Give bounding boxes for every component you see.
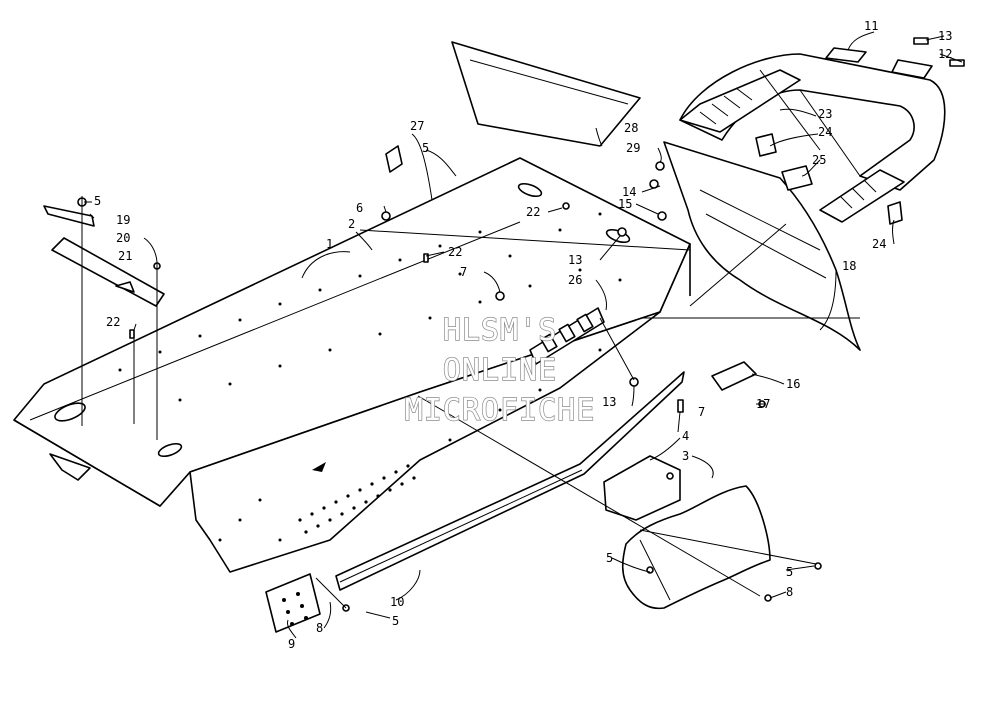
- callout-label: 24: [818, 125, 832, 139]
- watermark: HLSM'S ONLINE MICROFICHE: [404, 312, 596, 428]
- tunnel-perforations: [218, 348, 602, 542]
- callout-label: 1: [326, 237, 333, 251]
- callout-label: 9: [288, 637, 295, 651]
- callout-label: 8: [786, 585, 793, 599]
- callout-label: 2: [348, 217, 355, 231]
- callout-label: 5: [94, 194, 101, 208]
- callout-label: 20: [116, 231, 130, 245]
- callout-label: 13: [568, 253, 582, 267]
- callout-label: 21: [118, 249, 132, 263]
- assembly-lines: [81, 196, 860, 609]
- callout-label: 16: [786, 377, 800, 391]
- watermark-line-3: MICROFICHE: [405, 393, 596, 428]
- callout-label: 5: [786, 565, 793, 579]
- callout-label: 18: [842, 259, 856, 273]
- callout-label: 5: [606, 551, 613, 565]
- protector-plate-part: [265, 573, 321, 633]
- callout-label: 7: [698, 405, 705, 419]
- callout-label: 23: [818, 107, 832, 121]
- callout-label: 4: [682, 429, 689, 443]
- leader-lines: [84, 31, 963, 639]
- watermark-line-2: ONLINE: [443, 353, 557, 388]
- foot-plate-part: [603, 455, 771, 610]
- callout-label: 25: [812, 153, 826, 167]
- callout-label: 27: [410, 119, 424, 133]
- callout-label: 22: [526, 205, 540, 219]
- callout-label: 28: [624, 121, 638, 135]
- callout-label: 7: [460, 265, 467, 279]
- tunnel-part: [13, 157, 691, 573]
- callout-label: 22: [106, 315, 120, 329]
- rear-bracket-part: [43, 205, 165, 307]
- callout-label: 19: [116, 213, 130, 227]
- callout-label: 22: [448, 245, 462, 259]
- rear-flap-part: [663, 141, 861, 351]
- running-board-part: [335, 371, 685, 591]
- callout-labels: 1 2 3 4 5 5 5 5 5 6 7 7 8 8 9 10 11 12 1…: [94, 19, 952, 651]
- emblem-500-part: [529, 307, 605, 365]
- reflector-part: [711, 361, 757, 391]
- callout-label: 14: [622, 185, 636, 199]
- callout-label: 17: [756, 397, 770, 411]
- callout-label: 13: [938, 29, 952, 43]
- callout-label: 24: [872, 237, 886, 251]
- rear-bumper-part: [679, 53, 946, 223]
- callout-label: 5: [392, 614, 399, 628]
- callout-label: 15: [618, 197, 632, 211]
- tunnel-rivets: [118, 212, 622, 402]
- callout-label: 5: [422, 141, 429, 155]
- callout-label: 6: [356, 201, 363, 215]
- callout-label: 8: [316, 621, 323, 635]
- watermark-line-1: HLSM'S: [443, 313, 557, 348]
- callout-label: 3: [682, 449, 689, 463]
- callout-label: 11: [864, 19, 878, 33]
- callout-label: 26: [568, 273, 582, 287]
- callout-label: 13: [602, 395, 616, 409]
- callout-label: 12: [938, 47, 952, 61]
- callout-label: 29: [626, 141, 640, 155]
- callout-label: 10: [390, 595, 404, 609]
- decal-part: [451, 41, 641, 147]
